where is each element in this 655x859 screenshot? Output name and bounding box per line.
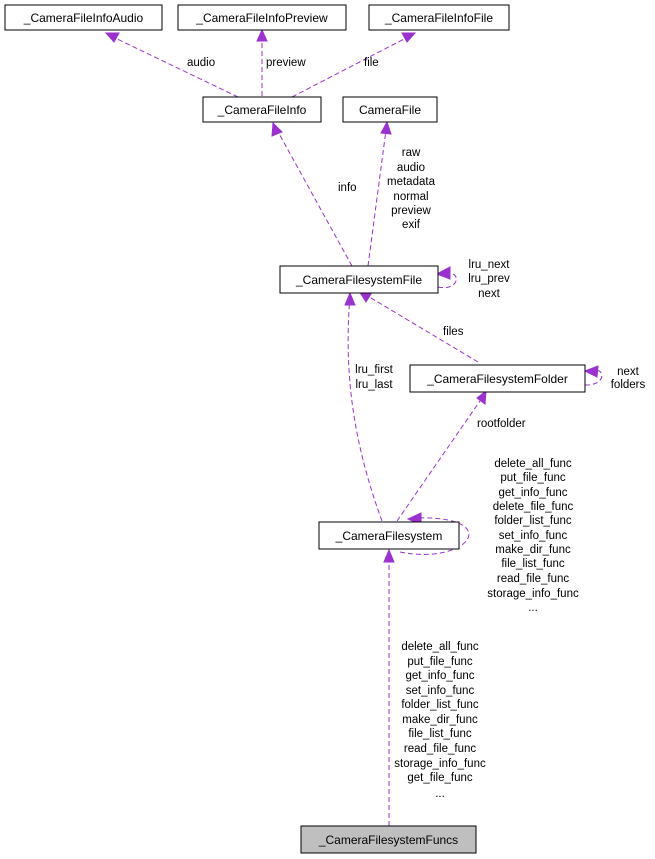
node-camera-file-info-audio[interactable]: _CameraFileInfoAudio — [4, 4, 163, 31]
svg-text:metadata: metadata — [387, 176, 436, 188]
edge-labels-folder-self: next folders — [611, 366, 646, 391]
svg-text:preview: preview — [391, 205, 431, 217]
edge-fs-file-self — [435, 266, 457, 289]
svg-text:set_info_func: set_info_func — [499, 530, 568, 542]
node-camera-file-info-file[interactable]: _CameraFileInfoFile — [368, 4, 510, 31]
svg-text:delete_file_func: delete_file_func — [493, 501, 574, 513]
edge-audio — [104, 32, 239, 98]
svg-text:lru_first: lru_first — [355, 364, 394, 376]
svg-text:next: next — [478, 288, 501, 300]
node-camera-filesystem-folder[interactable]: _CameraFilesystemFolder — [409, 364, 586, 393]
edge-funcs — [383, 548, 395, 826]
edge-labels-fs-file-self: lru_next lru_prev next — [468, 259, 510, 300]
svg-text:...: ... — [528, 602, 538, 614]
node-label: _CameraFileInfoPreview — [195, 11, 328, 25]
svg-text:read_file_func: read_file_func — [404, 743, 476, 755]
edge-label-info: info — [338, 182, 357, 194]
node-label: _CameraFilesystemFile — [295, 273, 422, 287]
svg-text:folder_list_func: folder_list_func — [401, 699, 479, 711]
edge-label-file: file — [364, 57, 379, 69]
edge-camera-file — [367, 120, 392, 267]
node-label: _CameraFileInfoFile — [384, 11, 493, 25]
svg-text:get_info_func: get_info_func — [405, 670, 474, 682]
node-label: _CameraFileInfo — [217, 103, 307, 117]
node-label: _CameraFilesystemFuncs — [318, 833, 458, 847]
edge-label-rootfolder: rootfolder — [477, 418, 526, 430]
svg-text:make_dir_func: make_dir_func — [495, 544, 571, 556]
svg-text:storage_info_func: storage_info_func — [487, 588, 579, 600]
svg-text:delete_all_func: delete_all_func — [401, 641, 479, 653]
edge-lru — [344, 291, 383, 522]
edge-labels-fs-self: delete_all_func put_file_func get_info_f… — [487, 458, 579, 614]
node-label: CameraFile — [359, 103, 421, 117]
node-camera-file-info[interactable]: _CameraFileInfo — [202, 96, 322, 123]
svg-text:delete_all_func: delete_all_func — [494, 458, 572, 470]
svg-text:file_list_func: file_list_func — [501, 558, 565, 570]
node-camera-filesystem-funcs[interactable]: _CameraFilesystemFuncs — [300, 825, 477, 854]
svg-text:get_file_func: get_file_func — [407, 772, 472, 784]
svg-text:set_info_func: set_info_func — [406, 685, 475, 697]
edge-labels-lru: lru_first lru_last — [355, 364, 394, 391]
node-camera-filesystem[interactable]: _CameraFilesystem — [318, 521, 460, 550]
svg-text:put_file_func: put_file_func — [407, 656, 472, 668]
edge-file — [291, 32, 417, 98]
svg-text:audio: audio — [397, 162, 425, 174]
edge-label-preview: preview — [266, 57, 306, 69]
svg-text:raw: raw — [402, 147, 421, 159]
node-camera-filesystem-file[interactable]: _CameraFilesystemFile — [279, 265, 439, 294]
node-label: _CameraFileInfoAudio — [23, 11, 144, 25]
svg-text:make_dir_func: make_dir_func — [402, 714, 478, 726]
svg-text:folders: folders — [611, 379, 646, 391]
svg-text:storage_info_func: storage_info_func — [394, 758, 486, 770]
svg-text:folder_list_func: folder_list_func — [494, 515, 572, 527]
svg-text:file_list_func: file_list_func — [408, 728, 472, 740]
svg-text:lru_prev: lru_prev — [468, 273, 510, 285]
svg-text:normal: normal — [393, 191, 428, 203]
svg-text:lru_next: lru_next — [469, 259, 511, 271]
svg-text:read_file_func: read_file_func — [497, 573, 569, 585]
edge-info — [271, 121, 353, 267]
edge-labels-funcs: delete_all_func put_file_func get_info_f… — [394, 641, 486, 800]
node-label: _CameraFilesystem — [335, 529, 443, 543]
node-camera-file[interactable]: CameraFile — [342, 96, 438, 123]
edge-rootfolder — [396, 389, 487, 522]
svg-text:next: next — [617, 366, 640, 378]
svg-text:exif: exif — [402, 219, 421, 231]
edge-label-files: files — [443, 326, 464, 338]
svg-text:...: ... — [435, 788, 445, 800]
edge-folder-self — [583, 365, 603, 386]
node-label: _CameraFilesystemFolder — [426, 372, 568, 386]
edge-preview — [256, 28, 268, 96]
edge-label-audio: audio — [187, 57, 215, 69]
svg-text:put_file_func: put_file_func — [500, 472, 565, 484]
svg-text:lru_last: lru_last — [355, 379, 393, 391]
edge-labels-camera-file: raw audio metadata normal preview exif — [387, 147, 436, 231]
node-camera-file-info-preview[interactable]: _CameraFileInfoPreview — [177, 4, 347, 31]
svg-text:get_info_func: get_info_func — [498, 487, 567, 499]
